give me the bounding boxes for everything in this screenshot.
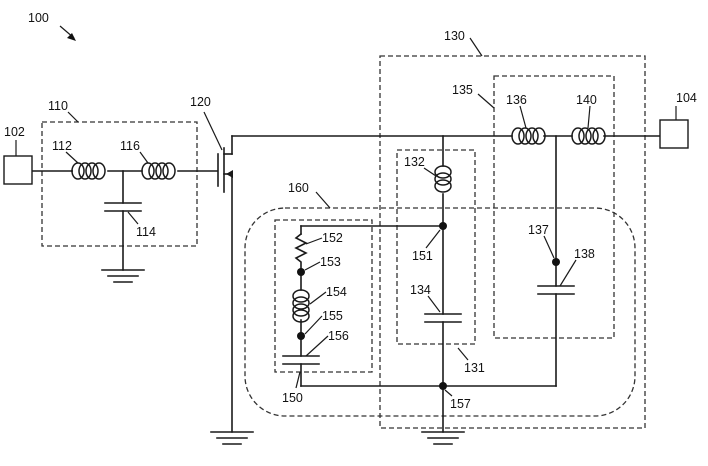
block-160-outline xyxy=(244,207,636,417)
label-155: 155 xyxy=(322,309,343,323)
label-150: 150 xyxy=(282,391,303,405)
ground-transistor xyxy=(210,431,254,445)
label-104: 104 xyxy=(676,91,697,105)
leader-157 xyxy=(444,389,453,397)
inductor-112 xyxy=(71,162,106,180)
leader-155 xyxy=(304,315,323,335)
ground-157 xyxy=(421,431,465,445)
label-140: 140 xyxy=(576,93,597,107)
leader-151 xyxy=(425,229,441,249)
inductor-132 xyxy=(434,165,452,193)
label-151: 151 xyxy=(412,249,433,263)
label-156: 156 xyxy=(328,329,349,343)
label-112: 112 xyxy=(52,139,72,153)
label-138: 138 xyxy=(574,247,595,261)
ground-left xyxy=(101,269,145,283)
leader-138 xyxy=(559,259,577,287)
node-155-dot xyxy=(297,332,305,340)
leader-152 xyxy=(305,237,323,245)
leader-130 xyxy=(469,37,483,57)
leader-156 xyxy=(305,335,329,357)
resistor-152 xyxy=(294,232,308,273)
label-153: 153 xyxy=(320,255,341,269)
leader-120 xyxy=(203,111,223,151)
block-150-outline xyxy=(274,219,373,373)
arrow-100 xyxy=(67,33,76,41)
label-137: 137 xyxy=(528,223,549,237)
label-154: 154 xyxy=(326,285,347,299)
node-151-dot xyxy=(439,222,447,230)
node-153-dot xyxy=(297,268,305,276)
capacitor-134 xyxy=(424,313,462,323)
leader-150 xyxy=(295,371,301,389)
capacitor-156 xyxy=(282,355,320,365)
leader-134 xyxy=(427,295,441,313)
leader-153 xyxy=(304,261,321,271)
leader-116 xyxy=(139,151,149,164)
block-110-outline xyxy=(41,121,198,247)
leader-136 xyxy=(519,105,527,129)
label-116: 116 xyxy=(120,139,140,153)
inductor-140 xyxy=(571,127,606,145)
label-157: 157 xyxy=(450,397,471,411)
port-104 xyxy=(659,119,689,149)
block-131-outline xyxy=(396,149,476,345)
label-160: 160 xyxy=(288,181,309,195)
leader-132 xyxy=(423,167,437,177)
node-137-dot xyxy=(552,258,560,266)
leader-137 xyxy=(543,235,555,259)
inductor-116 xyxy=(141,162,176,180)
inductor-136 xyxy=(511,127,546,145)
leader-114 xyxy=(127,211,139,225)
label-136: 136 xyxy=(506,93,527,107)
label-135: 135 xyxy=(452,83,473,97)
leader-140 xyxy=(587,105,591,129)
port-102 xyxy=(3,155,33,185)
leader-160 xyxy=(315,191,331,209)
label-114: 114 xyxy=(136,225,156,239)
node-157-dot xyxy=(439,382,447,390)
capacitor-114 xyxy=(104,202,142,212)
leader-112 xyxy=(65,151,79,164)
label-100: 100 xyxy=(28,11,49,25)
leader-131 xyxy=(457,347,469,361)
block-135-outline xyxy=(493,75,615,339)
label-152: 152 xyxy=(322,231,343,245)
label-110: 110 xyxy=(48,99,68,113)
leader-154 xyxy=(309,291,327,305)
label-120: 120 xyxy=(190,95,211,109)
capacitor-138 xyxy=(537,285,575,295)
label-102: 102 xyxy=(4,125,25,139)
leader-135 xyxy=(477,93,495,109)
label-131: 131 xyxy=(464,361,485,375)
leader-110 xyxy=(67,111,79,123)
block-130-outline xyxy=(379,55,646,429)
label-134: 134 xyxy=(410,283,431,297)
inductor-154 xyxy=(292,289,310,323)
label-130: 130 xyxy=(444,29,465,43)
label-132: 132 xyxy=(404,155,425,169)
